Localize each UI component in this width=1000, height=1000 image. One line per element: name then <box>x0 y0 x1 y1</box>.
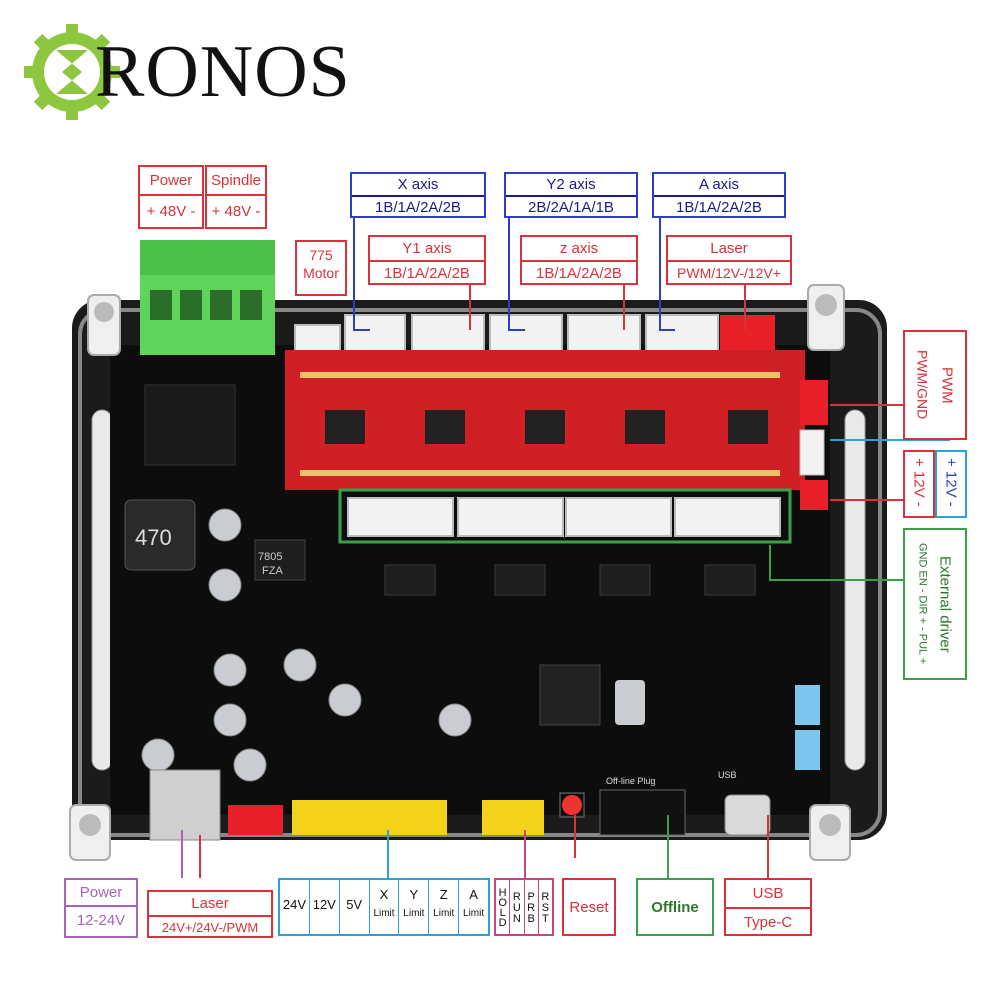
spindle-label: Spindle + 48V - <box>205 165 267 229</box>
limit-5v: 5V <box>340 880 370 934</box>
control-prb: PRB <box>525 880 539 934</box>
motor-label: 775 Motor <box>295 240 347 296</box>
offline-label: Offline <box>636 878 714 936</box>
control-run: RUN <box>510 880 525 934</box>
gear-logo-icon <box>24 24 120 120</box>
usb-silkscreen: USB <box>718 770 737 780</box>
pwm-label: PWM PWM/GND <box>903 330 967 440</box>
12v-red-label: + 12V - <box>903 450 935 518</box>
inductor-label: 470 <box>135 525 172 550</box>
brand-name: RONOS <box>95 31 351 113</box>
usb-label: USB Type-C <box>724 878 812 936</box>
reset-label: Reset <box>562 878 616 936</box>
regulator-label: 7805 <box>258 551 282 563</box>
y1-axis-label: Y1 axis 1B/1A/2A/2B <box>368 235 486 285</box>
external-driver-label: External driver GND EN - DIR + - PUL + <box>903 528 967 680</box>
laser-bottom-label: Laser 24V+/24V-/PWM <box>147 890 273 938</box>
control-rst: RST <box>539 890 552 924</box>
12v-blue-label: + 12V - <box>935 450 967 518</box>
y2-axis-label: Y2 axis 2B/2A/1A/1B <box>504 172 638 218</box>
regulator-code: FZA <box>262 565 283 577</box>
control-pin-labels: HOLD RUN PRB RST <box>494 878 554 936</box>
power-top-label: Power + 48V - <box>138 165 204 229</box>
a-axis-label: A axis 1B/1A/2A/2B <box>652 172 786 218</box>
limit-12v: 12V <box>310 880 340 934</box>
offline-plug-silkscreen: Off-line Plug <box>606 776 655 786</box>
control-hold: HOLD <box>496 880 511 934</box>
z-axis-label: z axis 1B/1A/2A/2B <box>520 235 638 285</box>
power-bottom-label: Power 12-24V <box>64 878 138 938</box>
laser-top-label: Laser PWM/12V-/12V+ <box>666 235 792 285</box>
limit-24v: 24V <box>280 880 310 934</box>
x-axis-label: X axis 1B/1A/2A/2B <box>350 172 486 218</box>
